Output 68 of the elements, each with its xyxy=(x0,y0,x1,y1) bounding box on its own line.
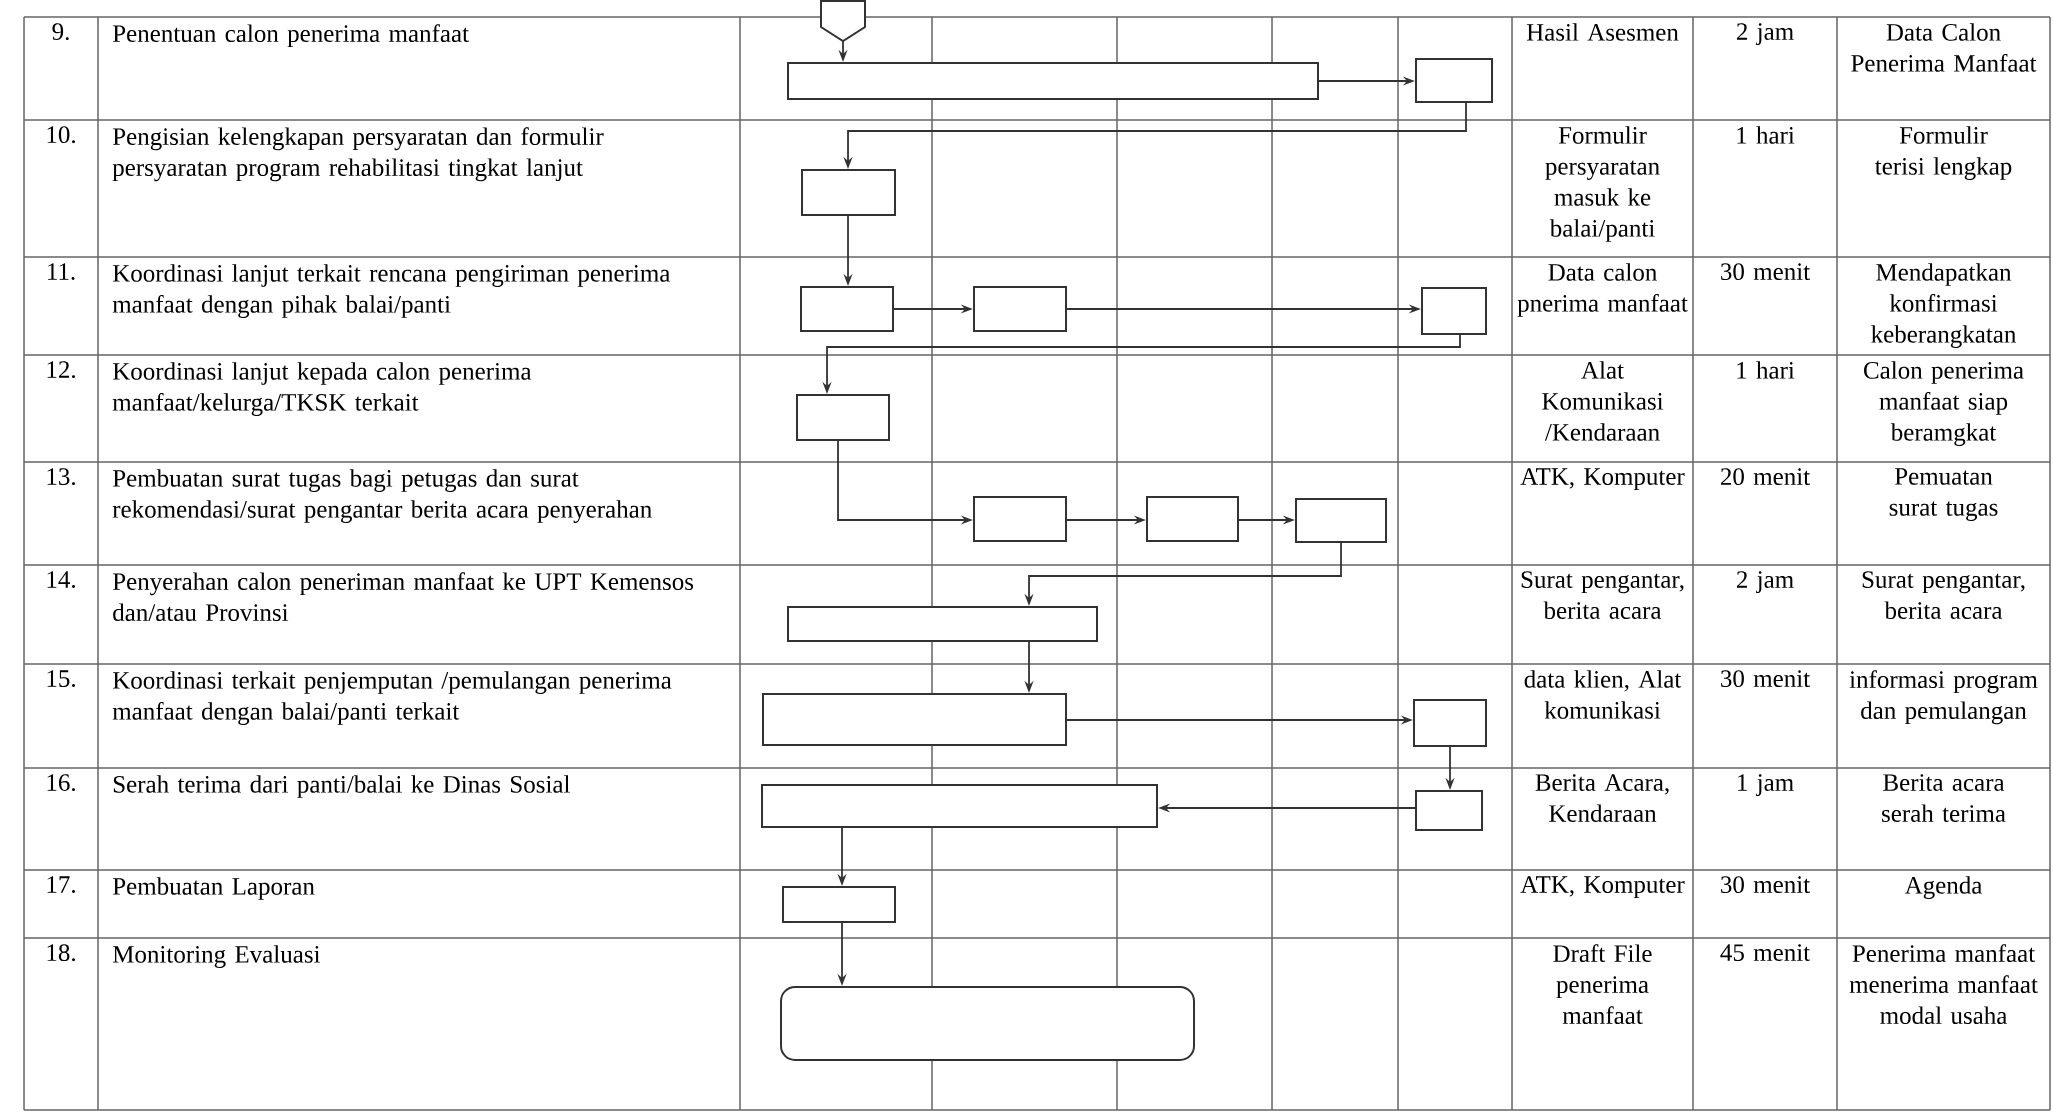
duration-text: 2 jam xyxy=(1736,571,1794,594)
activity-text: Koordinasi terkait penjemputan /pemulangan penerima manfaat dengan balai/panti terkait xyxy=(112,671,672,725)
duration-text: 1 hari xyxy=(1737,126,1795,144)
duration-text: 2 jam xyxy=(1736,23,1794,46)
resource-text: ATK, Komputer xyxy=(1520,468,1685,490)
activity-text: Koordinasi lanjut terkait rencana pengiriman penerima manfaat dengan pihak balai/panti xyxy=(112,264,671,318)
output-text: Penerima manfaat menerima manfaat modal usaha xyxy=(1849,944,2038,1025)
activity-text: Penentuan calon penerima manfaat xyxy=(112,24,469,48)
resource-text: Formulir persyaratan masuk ke balai/panti xyxy=(1545,126,1660,242)
step-number: 9. xyxy=(52,23,69,41)
resource-text: Hasil Asesmen xyxy=(1526,23,1679,41)
process-box xyxy=(1146,496,1239,542)
duration-text: 1 jam xyxy=(1738,774,1794,797)
activity-text: Monitoring Evaluasi xyxy=(112,945,321,968)
process-box xyxy=(787,606,1098,642)
process-box xyxy=(1413,699,1487,747)
activity-text: Pembuatan Laporan xyxy=(112,877,315,900)
process-box xyxy=(801,169,896,216)
resource-text: Alat Komunikasi /Kendaraan xyxy=(1542,361,1664,441)
step-number: 18. xyxy=(47,944,75,962)
process-box xyxy=(762,693,1067,746)
output-text: Agenda xyxy=(1904,876,1983,899)
off-page-connector xyxy=(820,0,866,43)
terminator-box xyxy=(780,986,1195,1061)
output-text: informasi program dan pemulangan xyxy=(1849,670,2038,725)
step-number: 10. xyxy=(47,126,75,144)
process-box xyxy=(1415,790,1483,831)
activity-text: Pengisian kelengkapan persyaratan dan formulir persyaratan program rehabilitasi tingkat lanjut xyxy=(112,127,604,182)
resource-text: Draft File penerima manfaat xyxy=(1553,944,1652,1025)
duration-text: 20 menit xyxy=(1721,468,1810,486)
resource-text: Surat pengantar, berita acara xyxy=(1521,571,1684,619)
duration-text: 1 hari xyxy=(1737,361,1795,379)
step-number: 12. xyxy=(47,361,75,379)
process-box xyxy=(782,886,896,923)
step-number: 11. xyxy=(48,263,75,281)
duration-text: 30 menit xyxy=(1721,263,1810,281)
process-box xyxy=(973,286,1067,332)
output-text: Berita acara serah terima xyxy=(1882,774,2006,822)
duration-text: 30 menit xyxy=(1721,670,1810,688)
process-box xyxy=(1295,498,1387,543)
process-box xyxy=(800,286,894,332)
process-box xyxy=(796,394,890,441)
output-text: Mendapatkan konfirmasi keberangkatan xyxy=(1871,263,2017,348)
resource-text: data klien, Alat komunikasi xyxy=(1524,670,1682,719)
step-number: 16. xyxy=(47,774,75,792)
duration-text: 30 menit xyxy=(1721,876,1810,894)
resource-text: ATK, Komputer xyxy=(1520,876,1685,898)
duration-text: 45 menit xyxy=(1720,944,1810,961)
step-number: 17. xyxy=(47,876,75,894)
process-box xyxy=(787,62,1319,100)
step-number: 15. xyxy=(47,670,75,688)
step-number: 13. xyxy=(47,468,75,486)
activity-text: Koordinasi lanjut kepada calon penerima manfaat/kelurga/TKSK terkait xyxy=(112,362,532,416)
process-box xyxy=(973,496,1067,542)
activity-text: Serah terima dari panti/balai ke Dinas Sosial xyxy=(113,775,570,798)
output-text: Surat pengantar, berita acara xyxy=(1862,571,2025,619)
step-number: 14. xyxy=(47,571,75,589)
output-text: Pemuatan surat tugas xyxy=(1889,468,1998,521)
resource-text: Data calon pnerima manfaat xyxy=(1517,263,1688,317)
resource-text: Berita Acara, Kendaraan xyxy=(1535,774,1669,822)
activity-text: Penyerahan calon peneriman manfaat ke UPT Kemensos dan/atau Provinsi xyxy=(112,572,694,622)
process-box xyxy=(1421,287,1487,335)
activity-text: Pembuatan surat tugas bagi petugas dan surat rekomendasi/surat pengantar berita acara penyerahan xyxy=(112,469,652,523)
process-box xyxy=(761,784,1158,828)
output-text: Formulir terisi lengkap xyxy=(1875,126,2012,180)
process-box xyxy=(1415,58,1493,103)
output-text: Data Calon Penerima Manfaat xyxy=(1851,23,2037,72)
output-text: Calon penerima manfaat siap beramgkat xyxy=(1864,361,2024,446)
